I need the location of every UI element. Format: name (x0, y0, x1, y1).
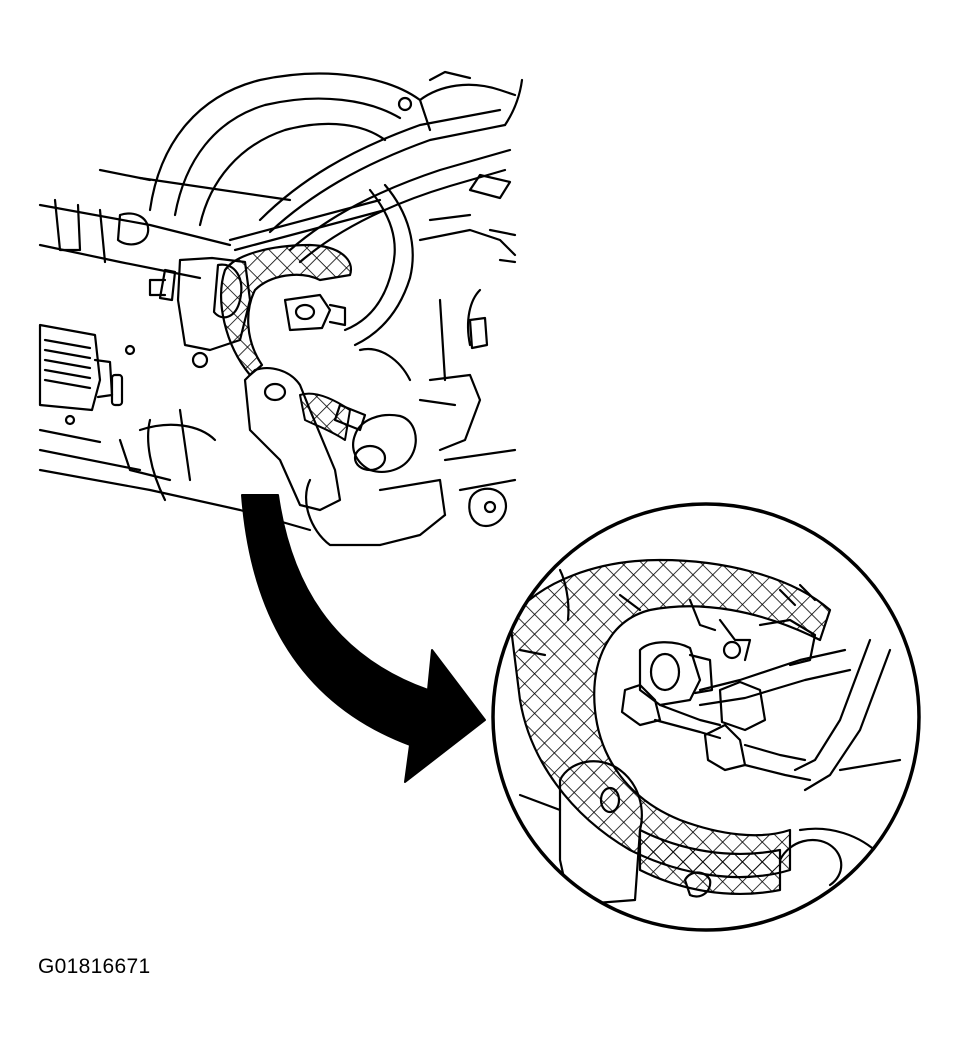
detail-meshed-hose (508, 558, 832, 879)
detail-view (491, 502, 921, 932)
detail-fitting-c (718, 680, 767, 732)
electrical-connector (38, 323, 102, 412)
detail-fitting-b (620, 683, 662, 727)
bolt-boss (468, 487, 508, 528)
tube-to-connector (343, 188, 396, 332)
mount-arm (243, 367, 342, 512)
cylinder-fitting (352, 413, 417, 473)
detail-circle-border (491, 502, 921, 932)
upper-tube-a (258, 108, 502, 222)
figure-id-label: G01816671 (38, 955, 151, 978)
detail-tube-upper (793, 638, 872, 772)
upper-tube-b (288, 148, 512, 252)
hose-fitting (283, 293, 332, 332)
detail-bracket (558, 760, 643, 907)
detail-fitting-a (638, 641, 702, 707)
meshed-hose (220, 243, 353, 377)
frame-rail (38, 203, 232, 247)
intake-housing (148, 72, 432, 212)
callout-arrow (241, 494, 486, 783)
engine-overview (38, 70, 524, 547)
meshed-hose-lower (299, 392, 351, 441)
